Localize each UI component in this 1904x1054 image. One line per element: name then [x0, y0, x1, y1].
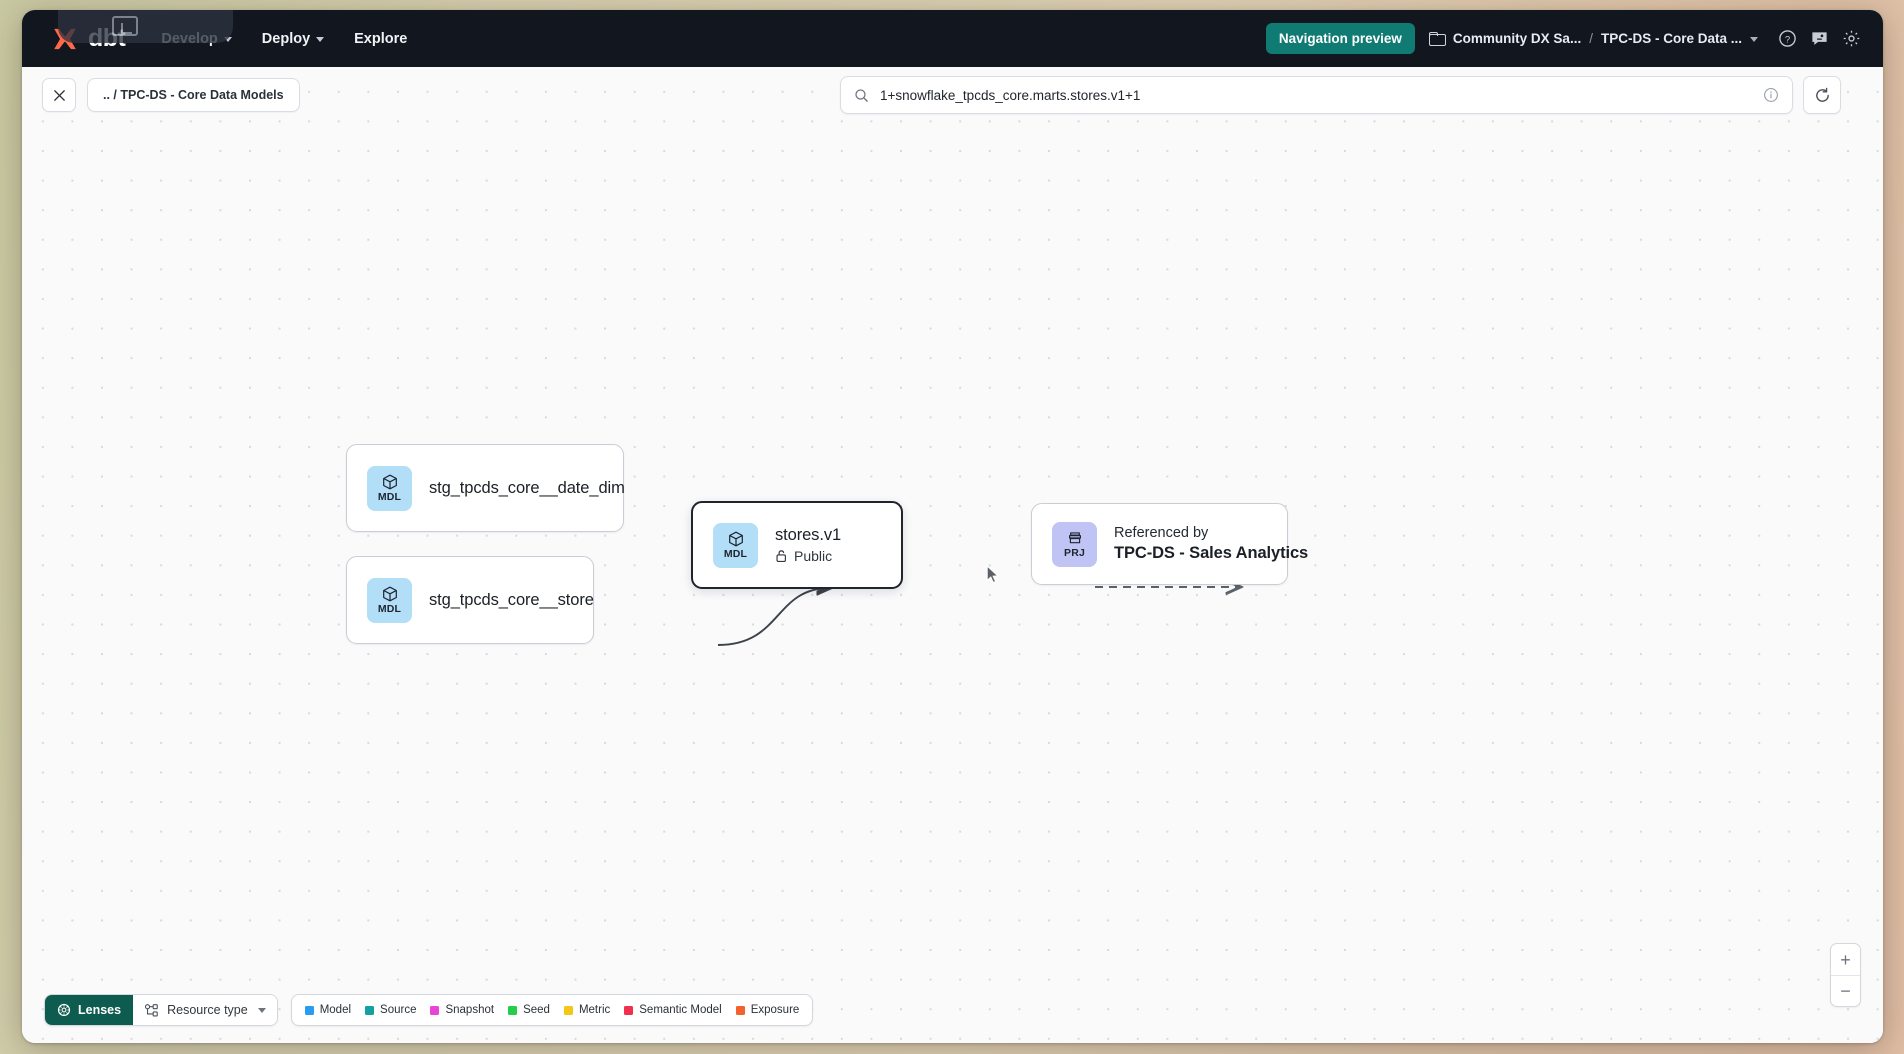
node-badge-mdl: MDL [367, 577, 412, 623]
cube-icon [728, 531, 743, 547]
top-navigation-bar: dbt Develop Deploy Explore Navigation pr… [22, 10, 1883, 67]
node-badge-mdl: MDL [367, 465, 412, 511]
zoom-in-button[interactable]: + [1840, 949, 1851, 970]
search-box[interactable] [840, 76, 1793, 114]
settings-gear-icon[interactable] [1842, 29, 1861, 48]
graph-breadcrumb-chip[interactable]: .. / TPC-DS - Core Data Models [87, 78, 300, 112]
legend-item-snapshot: Snapshot [430, 1004, 494, 1016]
legend-swatch [563, 1005, 573, 1015]
node-title: TPC-DS - Sales Analytics [1114, 544, 1309, 562]
resource-type-label: Resource type [167, 1003, 248, 1017]
zoom-controls: + − [1830, 943, 1861, 1007]
legend-label: Seed [523, 1004, 550, 1016]
lenses-button-label: Lenses [78, 1003, 122, 1017]
legend-item-exposure: Exposure [735, 1004, 800, 1016]
nav-link-explore[interactable]: Explore [354, 31, 407, 47]
node-badge-label: MDL [377, 603, 402, 616]
unlock-icon [776, 550, 786, 563]
node-body: Referenced by TPC-DS - Sales Analytics [1114, 525, 1308, 563]
nav-icon-group: ? [1778, 29, 1861, 48]
feedback-chat-icon[interactable] [1810, 29, 1829, 48]
navigation-preview-badge[interactable]: Navigation preview [1265, 23, 1415, 54]
search-area [840, 76, 1841, 114]
node-access-row: Public [775, 548, 841, 564]
chevron-down-icon [316, 37, 325, 42]
legend-label: Model [319, 1004, 352, 1016]
legend-swatch [430, 1005, 440, 1015]
resource-graph-icon [145, 1003, 158, 1017]
legend-item-seed: Seed [508, 1004, 550, 1016]
node-title: stg_tpcds_core__store [429, 590, 594, 609]
node-title: stg_tpcds_core__date_dim [429, 478, 625, 497]
refresh-icon [1815, 87, 1829, 102]
node-badge-label: MDL [377, 491, 402, 504]
nav-link-deploy[interactable]: Deploy [261, 30, 325, 47]
graph-node-model-stores-v1[interactable]: MDL stores.v1 Public [691, 501, 903, 589]
legend-label: Exposure [750, 1004, 800, 1016]
node-badge-label: MDL [723, 548, 748, 561]
graph-edges-layer [22, 67, 1883, 1043]
search-icon [855, 88, 868, 102]
legend-swatch [624, 1005, 634, 1015]
nav-link-explore-label: Explore [354, 30, 408, 47]
lenses-button[interactable]: Lenses [45, 995, 134, 1025]
legend-swatch [304, 1005, 314, 1015]
close-button[interactable] [42, 78, 76, 112]
lens-globe-icon [57, 1003, 71, 1017]
bottom-toolbar: Lenses Resource type Model [44, 994, 814, 1026]
help-circle-icon[interactable]: ? [1778, 29, 1797, 48]
lenses-control-group: Lenses Resource type [44, 994, 278, 1026]
legend-swatch [735, 1005, 745, 1015]
node-access-label: Public [794, 548, 833, 564]
resource-type-legend: Model Source Snapshot Seed Metric [290, 994, 814, 1026]
browser-window-icon [112, 16, 138, 36]
legend-label: Snapshot [445, 1004, 495, 1016]
zoom-out-button[interactable]: − [1831, 975, 1860, 1006]
explore-toolbar: .. / TPC-DS - Core Data Models [22, 67, 1883, 123]
cube-icon [382, 586, 397, 602]
node-badge-mdl: MDL [713, 522, 758, 568]
account-project-breadcrumb: Community DX Sa... / TPC-DS - Core Data … [1428, 31, 1758, 46]
cube-icon [382, 474, 397, 490]
chevron-down-icon[interactable] [1750, 37, 1758, 42]
node-kicker: Referenced by [1114, 525, 1209, 541]
browser-tab-nub [58, 10, 233, 43]
legend-item-model: Model [304, 1004, 352, 1016]
edge-store-to-stores [717, 588, 830, 646]
project-stack-icon [1068, 532, 1081, 544]
chevron-down-icon [223, 37, 232, 42]
legend-item-semantic-model: Semantic Model [624, 1004, 722, 1016]
svg-text:?: ? [1785, 34, 1790, 45]
legend-swatch [508, 1005, 518, 1015]
lineage-graph-canvas[interactable]: MDL stg_tpcds_core__date_dim MDL stg_tpc… [22, 67, 1883, 1043]
graph-node-project-sales-analytics[interactable]: PRJ Referenced by TPC-DS - Sales Analyti… [1031, 503, 1308, 585]
node-badge-label: PRJ [1063, 547, 1086, 560]
breadcrumb-project[interactable]: TPC-DS - Core Data ... [1600, 31, 1742, 46]
info-circle-icon [1764, 88, 1778, 102]
node-body: stg_tpcds_core__date_dim [429, 479, 625, 498]
legend-swatch [365, 1005, 375, 1015]
node-badge-prj: PRJ [1052, 521, 1097, 567]
graph-node-model-store[interactable]: MDL stg_tpcds_core__store [346, 556, 594, 644]
breadcrumb-separator: / [1589, 31, 1593, 46]
legend-label: Metric [578, 1004, 611, 1016]
close-x-icon [53, 89, 65, 101]
legend-label: Semantic Model [639, 1004, 722, 1016]
node-body: stg_tpcds_core__store [429, 591, 594, 610]
legend-item-metric: Metric [563, 1004, 611, 1016]
folder-icon [1428, 32, 1446, 46]
app-window: dbt Develop Deploy Explore Navigation pr… [22, 10, 1883, 1043]
chevron-down-icon [257, 1007, 266, 1013]
legend-item-source: Source [365, 1004, 416, 1016]
legend-label: Source [380, 1004, 417, 1016]
node-body: stores.v1 Public [775, 526, 841, 564]
top-nav-right-cluster: Navigation preview Community DX Sa... / … [1265, 23, 1861, 54]
breadcrumb-account[interactable]: Community DX Sa... [1452, 31, 1582, 46]
search-input[interactable] [880, 87, 1752, 103]
graph-node-model-date-dim[interactable]: MDL stg_tpcds_core__date_dim [346, 444, 625, 532]
resource-type-filter-button[interactable]: Resource type [133, 995, 277, 1025]
nav-link-deploy-label: Deploy [261, 30, 311, 47]
node-title: stores.v1 [775, 526, 842, 544]
refresh-button[interactable] [1803, 76, 1841, 114]
